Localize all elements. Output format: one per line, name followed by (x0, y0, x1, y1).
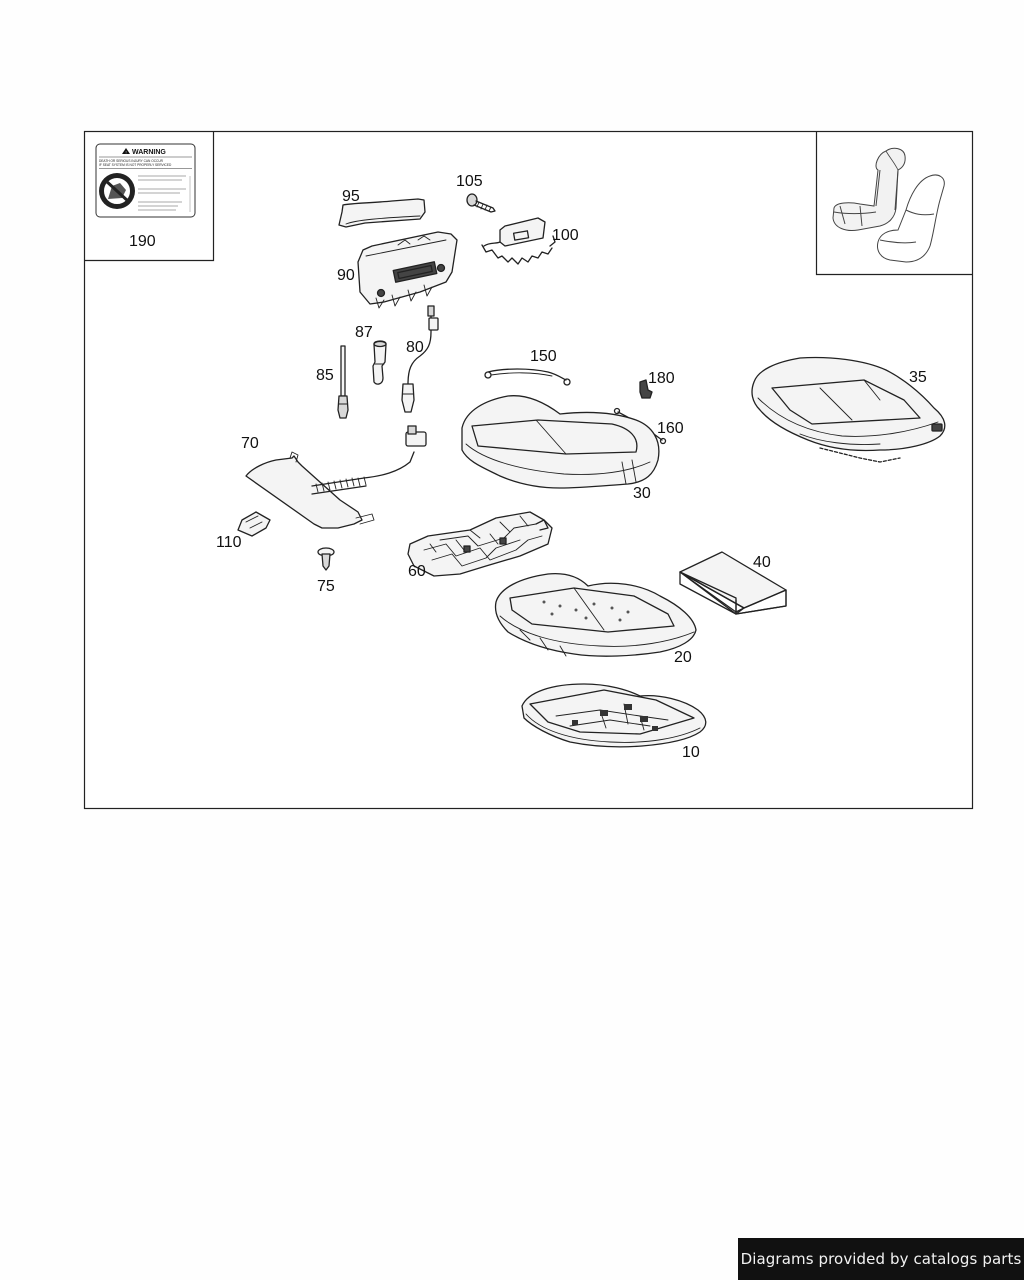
warning-label-header: WARNING (132, 149, 166, 156)
part-150-wire[interactable] (484, 368, 571, 386)
callout-90: 90 (337, 267, 355, 284)
part-90-module-bracket[interactable] (357, 231, 458, 309)
part-70-heater-pad[interactable] (245, 425, 427, 529)
part-80-wire-harness[interactable] (401, 305, 439, 413)
callout-20: 20 (674, 649, 692, 666)
part-60-heating-mat[interactable] (407, 511, 553, 577)
callout-30: 30 (633, 485, 651, 502)
footer-credit-badge: Diagrams provided by catalogs parts (738, 1238, 1024, 1280)
part-105-screw[interactable] (466, 193, 496, 213)
callout-70: 70 (241, 435, 259, 452)
part-20-cushion-foam[interactable] (494, 572, 697, 657)
callout-10: 10 (682, 744, 700, 761)
part-110-clip[interactable] (237, 511, 271, 537)
warning-label-card[interactable]: ! WARNING DEATH OR SERIOUS INJURY CAN OC… (95, 143, 196, 218)
part-75-push-pin[interactable] (317, 547, 335, 571)
part-30-cushion-cover[interactable] (461, 395, 660, 489)
label-inset-box: ! WARNING DEATH OR SERIOUS INJURY CAN OC… (84, 131, 215, 262)
part-85-rod[interactable] (337, 345, 349, 419)
callout-85: 85 (316, 367, 334, 384)
callout-95: 95 (342, 188, 360, 205)
part-87-sensor[interactable] (372, 340, 387, 385)
part-95-trim-cover[interactable] (338, 198, 426, 228)
no-tampering-icon (99, 173, 135, 209)
callout-110: 110 (216, 534, 242, 551)
callout-75: 75 (317, 578, 335, 595)
callout-87: 87 (355, 324, 373, 341)
part-40-foam-block[interactable] (679, 551, 787, 615)
callout-100: 100 (552, 227, 579, 244)
callout-35: 35 (909, 369, 927, 386)
svg-text:!: ! (125, 150, 126, 155)
callout-160: 160 (657, 420, 684, 437)
callout-190: 190 (129, 233, 156, 250)
seat-locator-icon (832, 147, 945, 263)
callout-150: 150 (530, 348, 557, 365)
callout-40: 40 (753, 554, 771, 571)
part-10-seat-pan[interactable] (521, 683, 707, 748)
warning-triangle-icon: ! (122, 148, 130, 155)
seat-locator-inset (815, 131, 973, 276)
part-100-clip-strip[interactable] (481, 217, 556, 265)
warning-label-line1: DEATH OR SERIOUS INJURY CAN OCCUR (99, 159, 164, 163)
callout-105: 105 (456, 173, 483, 190)
callout-60: 60 (408, 563, 426, 580)
warning-label-line2: IF SEAT SYSTEM IS NOT PROPERLY SERVICED (99, 163, 172, 167)
callout-80: 80 (406, 339, 424, 356)
part-180-clip[interactable] (639, 379, 653, 399)
part-35-upholstered-cushion[interactable] (751, 356, 946, 463)
callout-180: 180 (648, 370, 675, 387)
